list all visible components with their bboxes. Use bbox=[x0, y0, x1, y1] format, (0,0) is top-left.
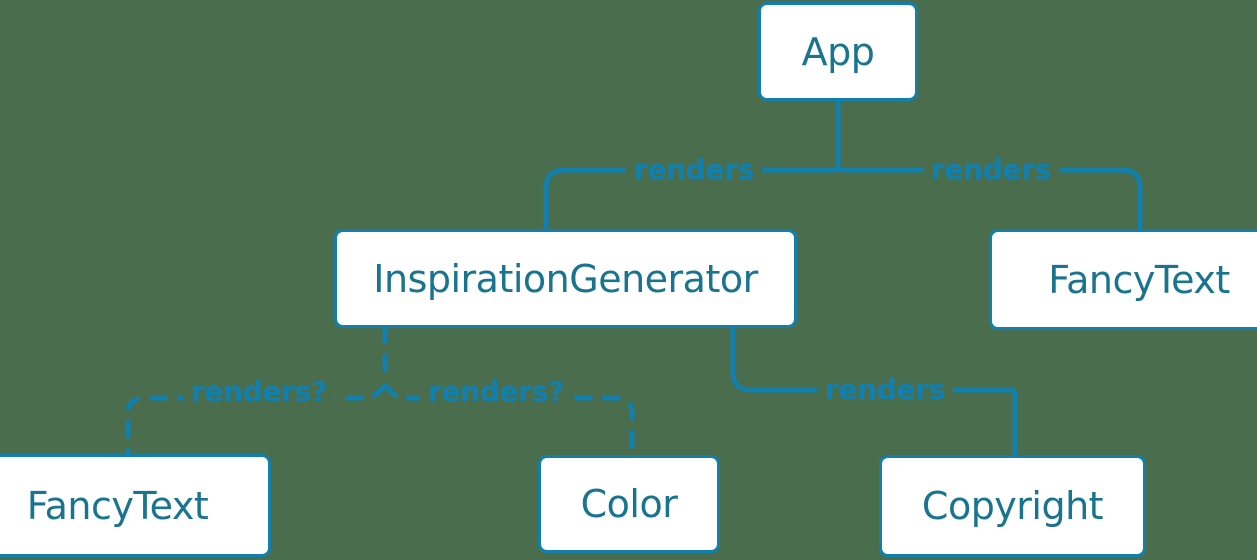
node-inspirationgenerator[interactable]: InspirationGenerator bbox=[334, 229, 797, 328]
node-app[interactable]: App bbox=[758, 2, 918, 101]
edge-label-inspirationgenerator-fancytext: renders? bbox=[182, 378, 336, 406]
node-fancytext-bottom[interactable]: FancyText bbox=[0, 454, 271, 557]
edge-label-inspirationgenerator-color: renders? bbox=[419, 378, 573, 406]
node-fancytext-right[interactable]: FancyText bbox=[989, 229, 1257, 330]
edge-app-to-fancytext bbox=[835, 163, 1143, 232]
edge-label-app-inspirationgenerator: renders bbox=[625, 156, 763, 184]
edge-label-app-fancytext: renders bbox=[922, 156, 1060, 184]
edge-inspirationgenerator-to-color-maybe bbox=[382, 383, 635, 458]
edge-inspirationgenerator-to-fancytext-maybe bbox=[125, 383, 388, 457]
node-copyright[interactable]: Copyright bbox=[879, 455, 1146, 557]
node-color[interactable]: Color bbox=[538, 455, 720, 553]
edge-label-inspirationgenerator-copyright: renders bbox=[816, 376, 954, 404]
